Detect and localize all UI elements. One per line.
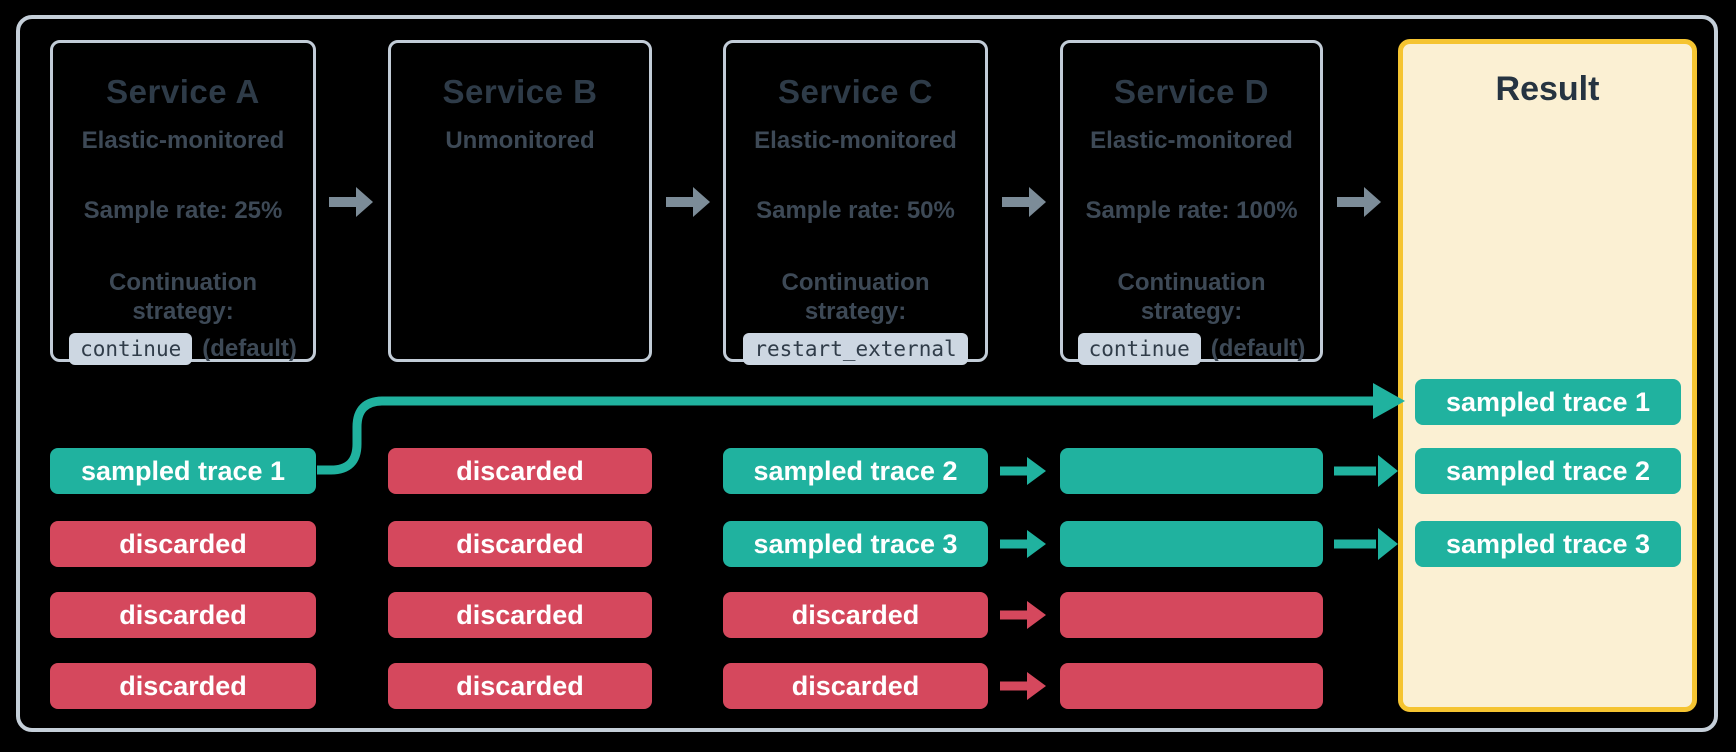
trace-pill-b1: discarded	[388, 448, 652, 494]
result-trace-pill-3: sampled trace 3	[1415, 521, 1681, 567]
service-d-strategy-label: Continuation strategy:	[1117, 269, 1266, 325]
arrow-head-icon	[1378, 455, 1398, 487]
service-a-strategy-suffix: (default)	[202, 334, 297, 362]
arrow-service-b-to-c	[666, 187, 710, 217]
trace-pill-a4: discarded	[50, 663, 316, 709]
arrow-head-icon	[1027, 672, 1046, 700]
service-d-strategy-badge: continue	[1077, 332, 1201, 365]
arrow-trace-c4-to-d4	[1000, 672, 1046, 700]
arrow-service-c-to-d	[1002, 187, 1046, 217]
trace-pill-d4	[1060, 663, 1323, 709]
service-b-monitoring: Unmonitored	[445, 127, 595, 154]
trace-pill-c2: sampled trace 3	[723, 521, 988, 567]
trace-pill-a3: discarded	[50, 592, 316, 638]
arrow-shaft	[666, 197, 693, 207]
service-a-strategy-label: Continuation strategy:	[109, 269, 257, 325]
service-a-title: Service A	[106, 73, 260, 110]
service-c-monitoring: Elastic-monitored	[754, 127, 957, 154]
service-a-monitoring: Elastic-monitored	[81, 127, 285, 154]
arrow-trace-d1-to-result	[1334, 455, 1398, 487]
service-a-strategy-row: continue (default)	[69, 332, 297, 365]
trace-pill-c1: sampled trace 2	[723, 448, 988, 494]
trace-pill-b3: discarded	[388, 592, 652, 638]
result-box: Result	[1398, 39, 1697, 712]
arrow-trace-c1-to-d1	[1000, 457, 1046, 485]
trace-pill-a1: sampled trace 1	[50, 448, 316, 494]
arrow-trace-c3-to-d3	[1000, 601, 1046, 629]
service-box-c: Service C Elastic-monitored Sample rate:…	[723, 40, 988, 365]
service-c-strategy-badge: restart_external	[743, 332, 968, 365]
arrow-head-icon	[693, 187, 710, 217]
service-b-title: Service B	[442, 73, 598, 110]
service-a-strategy-badge: continue	[69, 332, 193, 365]
trace-pill-d2	[1060, 521, 1323, 567]
trace-pill-c4: discarded	[723, 663, 988, 709]
arrow-head-icon	[1378, 528, 1398, 560]
arrow-shaft	[1334, 539, 1376, 549]
result-trace-pill-2: sampled trace 2	[1415, 448, 1681, 494]
diagram-frame	[16, 15, 1718, 732]
arrow-trace-a1-to-result	[317, 383, 1405, 475]
service-d-sample-rate: Sample rate: 100%	[1085, 197, 1298, 224]
arrow-head-icon	[1029, 187, 1046, 217]
service-d-strategy-row: continue (default)	[1077, 332, 1306, 365]
service-d-title: Service D	[1114, 73, 1269, 110]
trace-pill-a2: discarded	[50, 521, 316, 567]
arrow-head-icon	[356, 187, 373, 217]
trace-pill-d1	[1060, 448, 1323, 494]
arrow-shaft	[1000, 681, 1027, 691]
arrow-head-icon	[1364, 187, 1381, 217]
arrow-shaft	[1000, 610, 1027, 620]
arrow-service-a-to-b	[329, 187, 373, 217]
result-trace-pill-1: sampled trace 1	[1415, 379, 1681, 425]
arrow-shaft	[329, 197, 356, 207]
service-c-strategy-label: Continuation strategy:	[781, 269, 930, 325]
arrow-shaft	[1002, 197, 1029, 207]
service-a-sample-rate: Sample rate: 25%	[83, 197, 283, 224]
arrow-service-d-to-result	[1337, 187, 1381, 217]
arrow-shaft	[1000, 466, 1027, 476]
arrow-head-icon	[1027, 530, 1046, 558]
service-box-a: Service A Elastic-monitored Sample rate:…	[50, 40, 316, 365]
service-d-monitoring: Elastic-monitored	[1090, 127, 1293, 154]
service-c-title: Service C	[778, 73, 933, 110]
trace-pill-c3: discarded	[723, 592, 988, 638]
trace-pill-b2: discarded	[388, 521, 652, 567]
service-d-strategy-suffix: (default)	[1210, 334, 1306, 362]
arrow-head-icon	[1027, 457, 1046, 485]
trace-pill-d3	[1060, 592, 1323, 638]
arrow-head-icon	[1027, 601, 1046, 629]
arrow-shaft	[1334, 466, 1376, 476]
result-title: Result	[1495, 70, 1600, 108]
service-box-d: Service D Elastic-monitored Sample rate:…	[1060, 40, 1323, 365]
service-c-strategy-row: restart_external	[743, 332, 968, 365]
service-c-sample-rate: Sample rate: 50%	[756, 197, 955, 224]
arrow-trace-d2-to-result	[1334, 528, 1398, 560]
trace-pill-b4: discarded	[388, 663, 652, 709]
arrow-head-icon	[1373, 383, 1405, 419]
arrow-shaft	[1337, 197, 1364, 207]
arrow-shaft	[1000, 539, 1027, 549]
service-box-b: Service B Unmonitored	[388, 40, 652, 362]
arrow-trace-c2-to-d2	[1000, 530, 1046, 558]
